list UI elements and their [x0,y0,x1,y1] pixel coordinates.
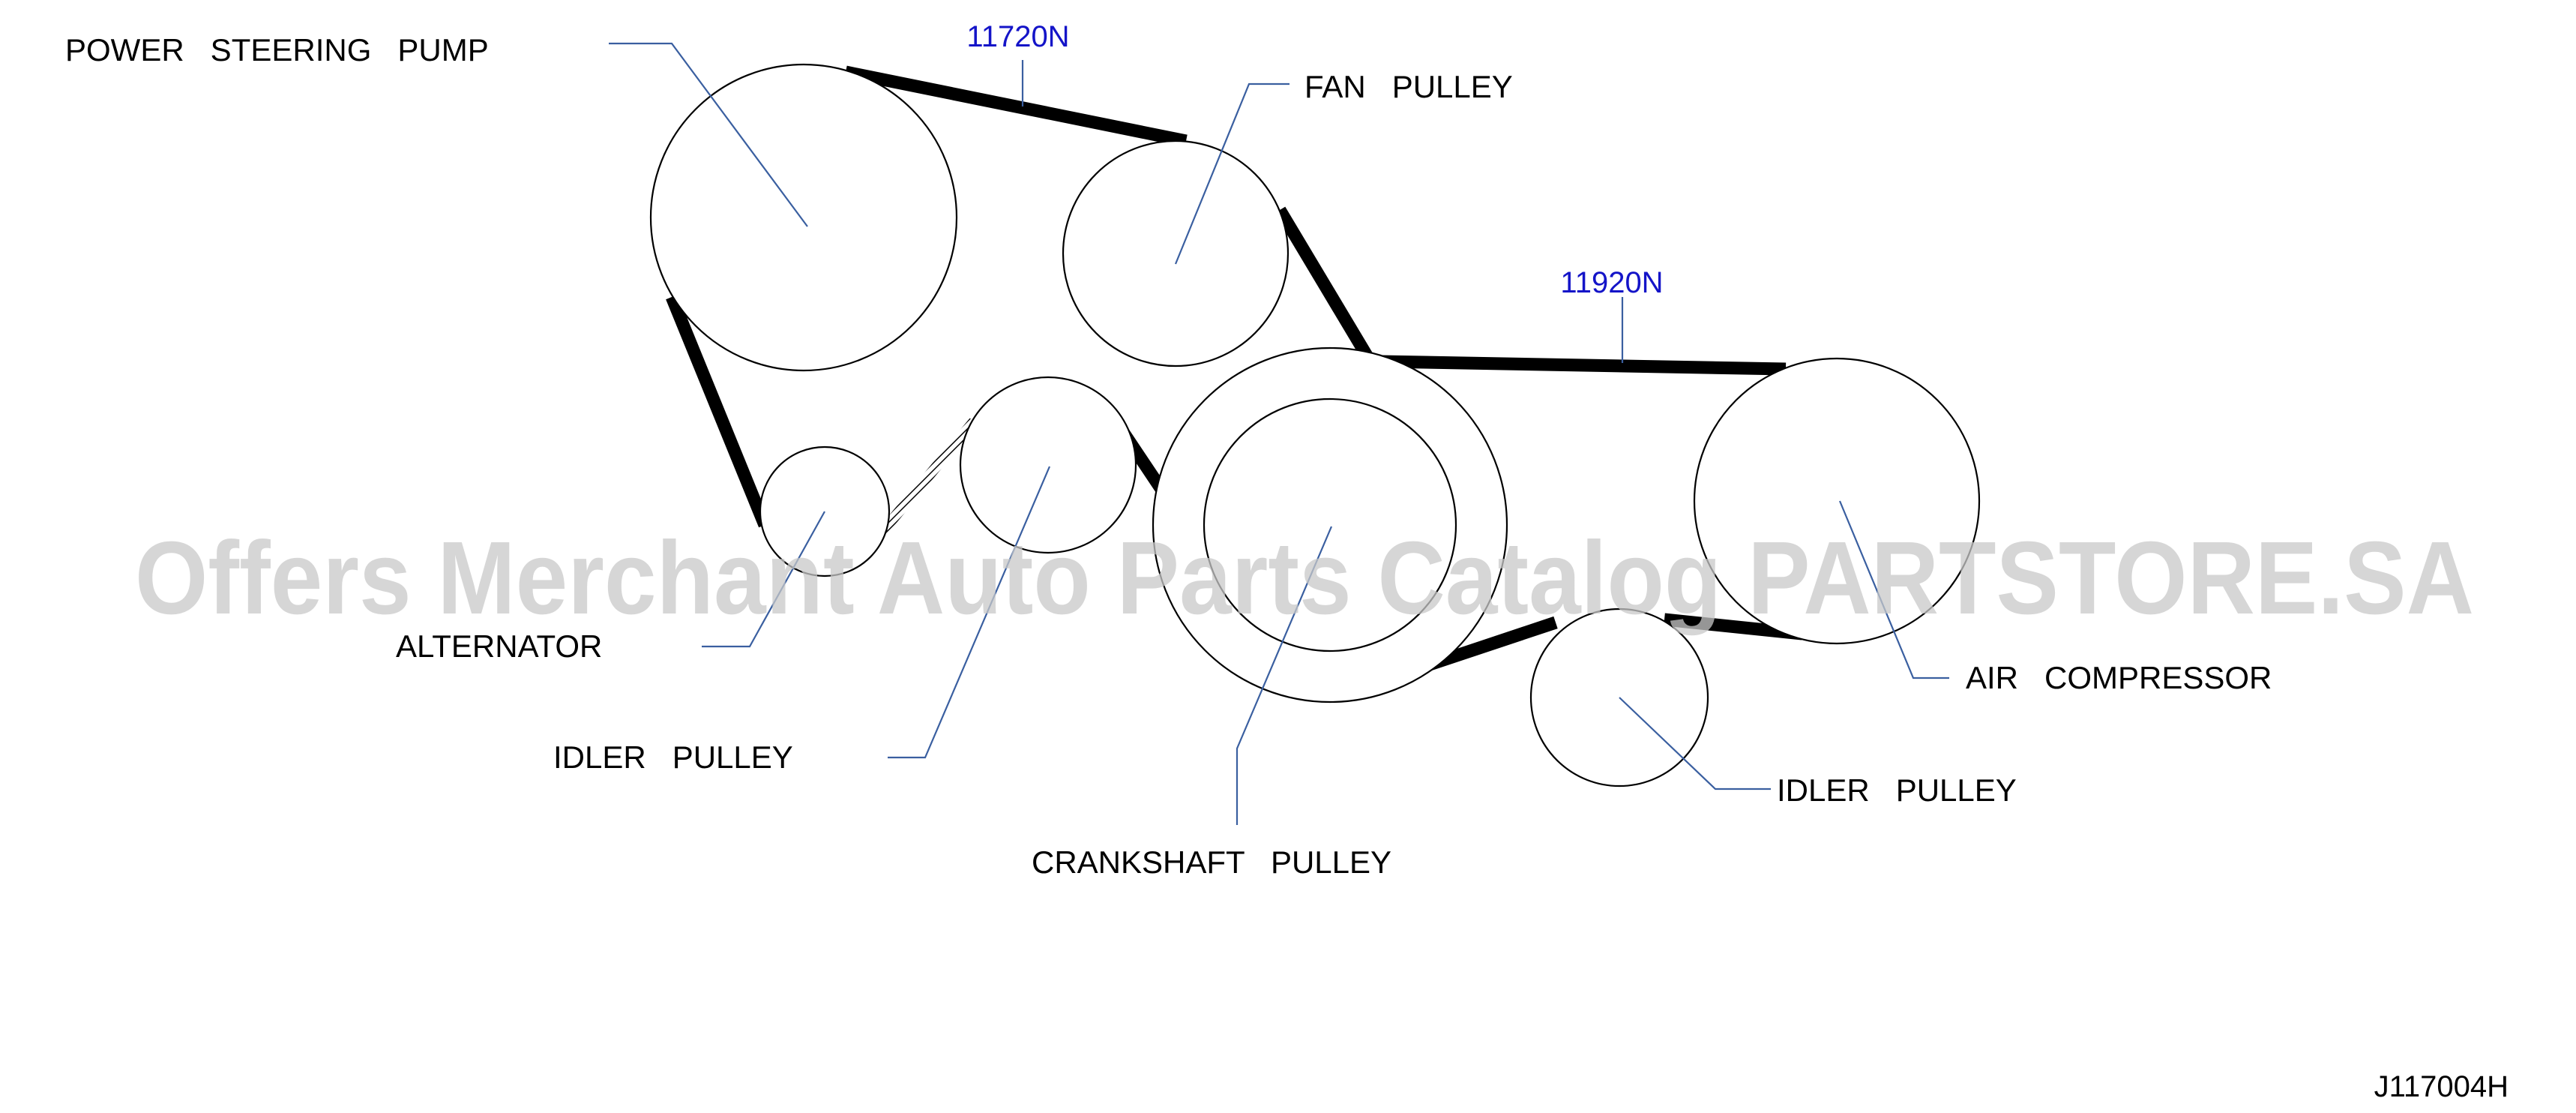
label-fan-pulley: FAN PULLEY [1304,69,1513,104]
leader-idler-upper [888,466,1051,759]
label-idler-pulley-lower: IDLER PULLEY [1777,772,2017,808]
label-crankshaft-pulley: CRANKSHAFT PULLEY [1032,844,1391,880]
idler-pulley-upper [959,376,1137,554]
leader-lines [609,42,1949,825]
air-compressor-pulley [1693,357,1981,645]
pulleys [649,63,1981,788]
leader-fan-pulley [1174,82,1289,265]
leader-air-compressor [1838,500,1949,680]
part-number-belt-11720n: 11720N [966,20,1069,53]
label-idler-pulley-upper: IDLER PULLEY [553,740,793,775]
component-labels: POWER STEERING PUMP FAN PULLEY ALTERNATO… [65,32,2272,880]
leader-crankshaft [1236,526,1333,825]
fan-pulley [1062,140,1289,368]
leader-alternator [702,511,825,648]
belt-part-numbers: 11720N 11920N [966,20,1663,299]
crankshaft-pulley-inner [1203,398,1457,652]
label-power-steering-pump: POWER STEERING PUMP [65,32,489,68]
belt-segment-idler-to-alternator [870,418,978,545]
belt-segment-crank-to-compressor [1380,355,1787,376]
label-air-compressor: AIR COMPRESSOR [1966,660,2272,695]
figure-code: J117004H [2374,1070,2509,1103]
leader-power-steering-pump [609,42,808,227]
belt-segment-ps-to-fan [844,65,1188,148]
power-steering-pump-pulley [649,63,958,372]
label-alternator: ALTERNATOR [396,628,602,664]
leader-idler-lower [1619,697,1771,790]
part-number-belt-11920n: 11920N [1560,266,1663,299]
watermark-text: Offers Merchant Auto Parts Catalog PARTS… [135,520,2474,636]
belt-segment-alternator-to-ps [666,294,771,528]
